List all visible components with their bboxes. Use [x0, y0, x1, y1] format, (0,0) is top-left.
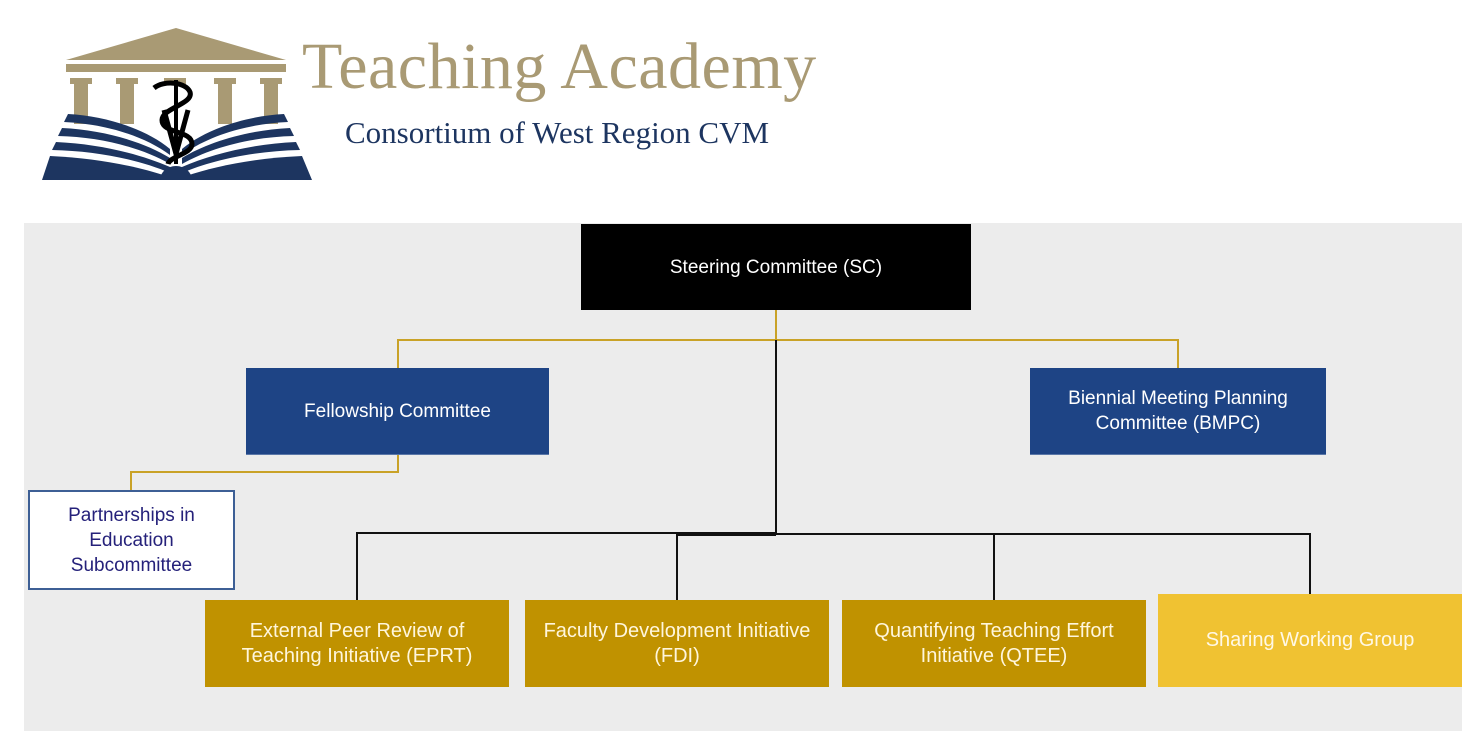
steering-committee-node: Steering Committee (SC) [581, 224, 971, 310]
fdi-initiative-node: Faculty Development Initiative (FDI) [525, 600, 829, 687]
partnerships-in-education-label: Partnerships in Education Subcommittee [68, 504, 195, 576]
teaching-academy-logo-icon [42, 28, 312, 180]
biennial-meeting-planning-committee-node: Biennial Meeting Planning Committee (BMP… [1030, 368, 1326, 455]
eprt-initiative-node: External Peer Review of Teaching Initiat… [205, 600, 509, 687]
fellowship-committee-node: Fellowship Committee [246, 368, 549, 455]
veterinary-staff-icon [152, 80, 195, 166]
eprt-label: External Peer Review of Teaching Initiat… [241, 619, 473, 667]
site-subtitle: Consortium of West Region CVM [345, 115, 770, 150]
qtee-label: Quantifying Teaching Effort Initiative (… [874, 619, 1114, 667]
open-book-shape [42, 114, 312, 180]
sharing-working-group-label: Sharing Working Group [1205, 629, 1415, 651]
fdi-label: Faculty Development Initiative (FDI) [543, 619, 811, 667]
columns-shape [70, 78, 282, 124]
fellowship-committee-label: Fellowship Committee [304, 400, 491, 422]
qtee-initiative-node: Quantifying Teaching Effort Initiative (… [842, 600, 1146, 687]
site-title: Teaching Academy [302, 30, 817, 103]
bmpc-label: Biennial Meeting Planning Committee (BMP… [1068, 388, 1288, 434]
steering-committee-label: Steering Committee (SC) [669, 256, 883, 278]
partnerships-in-education-node: Partnerships in Education Subcommittee [28, 490, 235, 590]
pediment-shape [66, 28, 286, 60]
sharing-working-group-node: Sharing Working Group [1158, 594, 1462, 687]
